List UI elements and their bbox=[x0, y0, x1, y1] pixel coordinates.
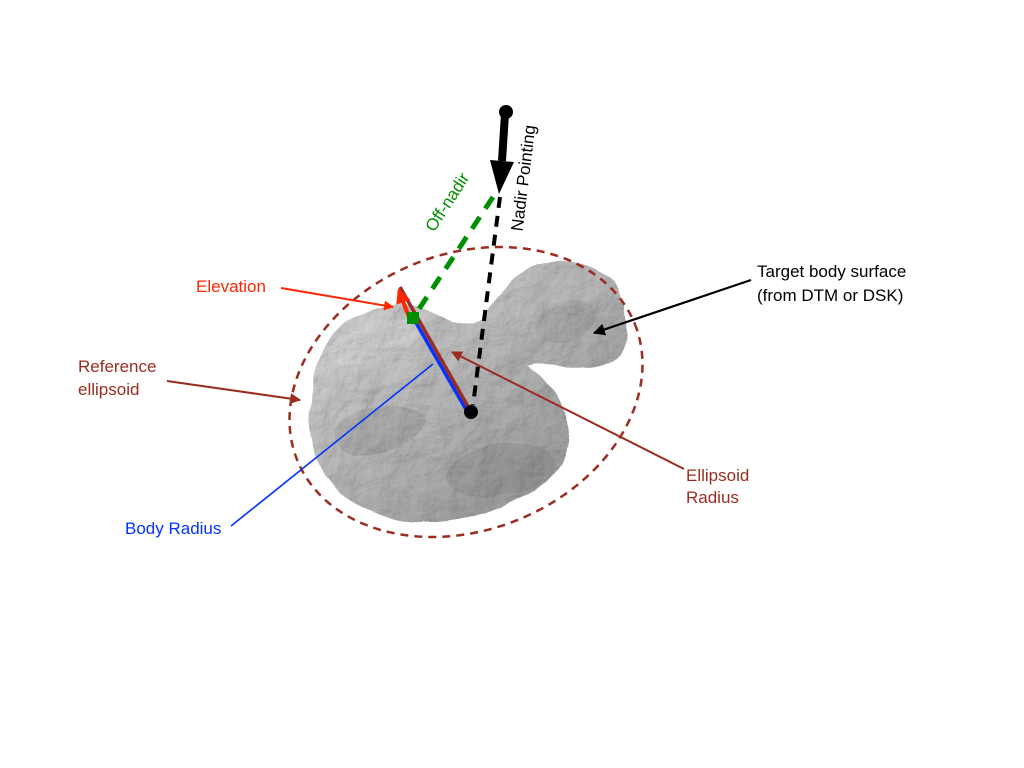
target-body-surface-leader-arrow bbox=[592, 278, 752, 336]
off-nadir-label: Off-nadir bbox=[422, 169, 474, 235]
ellipsoid-radius-leader-arrow bbox=[451, 351, 685, 470]
body-radius-line bbox=[413, 320, 470, 414]
reference-ellipsoid-outline bbox=[288, 245, 644, 539]
ellipsoid-radius-label-line1: Ellipsoid bbox=[686, 466, 749, 485]
nadir-arrow-shaft bbox=[498, 113, 509, 162]
nadir-pointing-label: Nadir Pointing bbox=[508, 124, 540, 232]
comet-shading-patch bbox=[336, 405, 424, 455]
surface-point-marker bbox=[407, 312, 419, 324]
nadir-pointing-line bbox=[471, 196, 502, 406]
reference-ellipsoid-label-line1: Reference bbox=[78, 357, 156, 376]
reference-ellipsoid-label-line2: ellipsoid bbox=[78, 380, 139, 399]
target-body-surface-label-line2: (from DTM or DSK) bbox=[757, 286, 903, 305]
nadir-arrow-head bbox=[490, 160, 514, 194]
comet-highlight-patch bbox=[325, 317, 419, 367]
body-radius-leader-line bbox=[230, 363, 434, 527]
comet-shading-patch bbox=[445, 443, 555, 497]
elevation-leader-arrow bbox=[280, 287, 394, 311]
ellipsoid-radius-line bbox=[398, 286, 472, 411]
body-center-dot bbox=[464, 405, 478, 419]
comet-body-group bbox=[309, 260, 631, 523]
target-body-surface-label-line1: Target body surface bbox=[757, 262, 906, 281]
comet-shading-patch bbox=[534, 301, 596, 343]
reference-ellipsoid-leader-arrow bbox=[166, 380, 302, 405]
elevation-label: Elevation bbox=[196, 277, 266, 296]
ellipsoid-radius-label-line2: Radius bbox=[686, 488, 739, 507]
body-radius-label: Body Radius bbox=[125, 519, 221, 538]
